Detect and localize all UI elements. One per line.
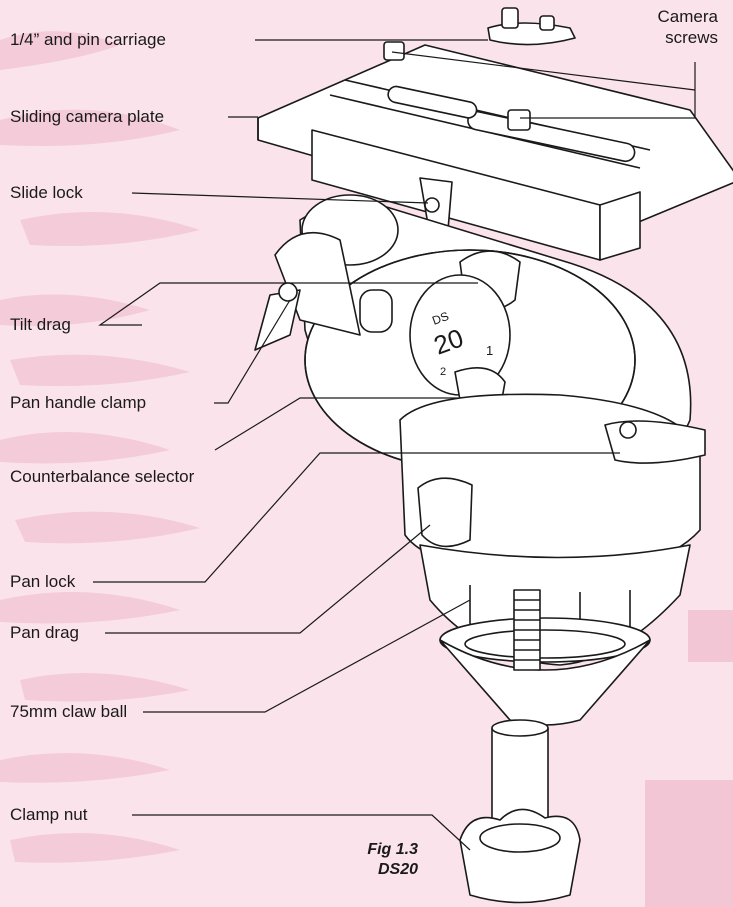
threaded-shaft	[513, 589, 541, 671]
figure-model: DS20	[377, 861, 418, 878]
dial-position-2: 2	[440, 366, 446, 378]
leader-claw-ball	[143, 599, 471, 713]
bowl-washer	[439, 617, 651, 726]
figure-number: Fig 1.3	[367, 841, 418, 858]
background-pattern	[0, 31, 200, 863]
label-pan-drag: Pan drag	[10, 623, 79, 642]
pan-lock-handle	[604, 420, 706, 464]
clamp-nut	[459, 808, 581, 904]
label-tilt-drag: Tilt drag	[10, 315, 71, 334]
pin-carriage	[487, 7, 576, 46]
label-pan-lock: Pan lock	[10, 572, 76, 591]
pan-drag-knob	[417, 477, 473, 548]
label-claw-ball: 75mm claw ball	[10, 702, 128, 721]
figure-caption: Fig 1.3 DS20	[318, 840, 418, 880]
label-counterbalance-selector: Counterbalance selector	[10, 467, 195, 486]
leader-clamp-nut	[132, 814, 471, 851]
dial-position-1: 1	[486, 343, 493, 358]
leader-lines	[93, 39, 696, 851]
leader-slide-lock	[131, 192, 429, 204]
camera-screws	[383, 41, 531, 131]
label-pin-carriage: 1/4” and pin carriage	[10, 30, 166, 49]
leader-pan-lock	[93, 452, 620, 583]
label-sliding-camera-plate: Sliding camera plate	[10, 107, 165, 126]
label-camera-screws-line2: screws	[665, 28, 718, 47]
leader-camera-screws-a	[520, 62, 696, 119]
label-slide-lock: Slide lock	[10, 183, 83, 202]
label-camera-screws: Camera screws	[598, 6, 718, 48]
label-pan-handle-clamp: Pan handle clamp	[10, 393, 147, 412]
tripod-head-drawing	[254, 7, 733, 904]
side-panel-bottom	[645, 780, 733, 907]
plate-holder	[311, 129, 641, 261]
leader-tilt-drag	[98, 282, 478, 326]
leader-pan-drag	[105, 524, 431, 634]
label-camera-screws-line1: Camera	[657, 7, 718, 26]
dial-prefix: DS	[430, 309, 450, 328]
label-clamp-nut: Clamp nut	[10, 805, 88, 824]
leader-counterbalance	[214, 397, 458, 451]
leader-pan-handle-clamp	[214, 299, 291, 404]
side-panel-top	[688, 610, 733, 662]
leader-camera-screws-b	[391, 51, 696, 91]
